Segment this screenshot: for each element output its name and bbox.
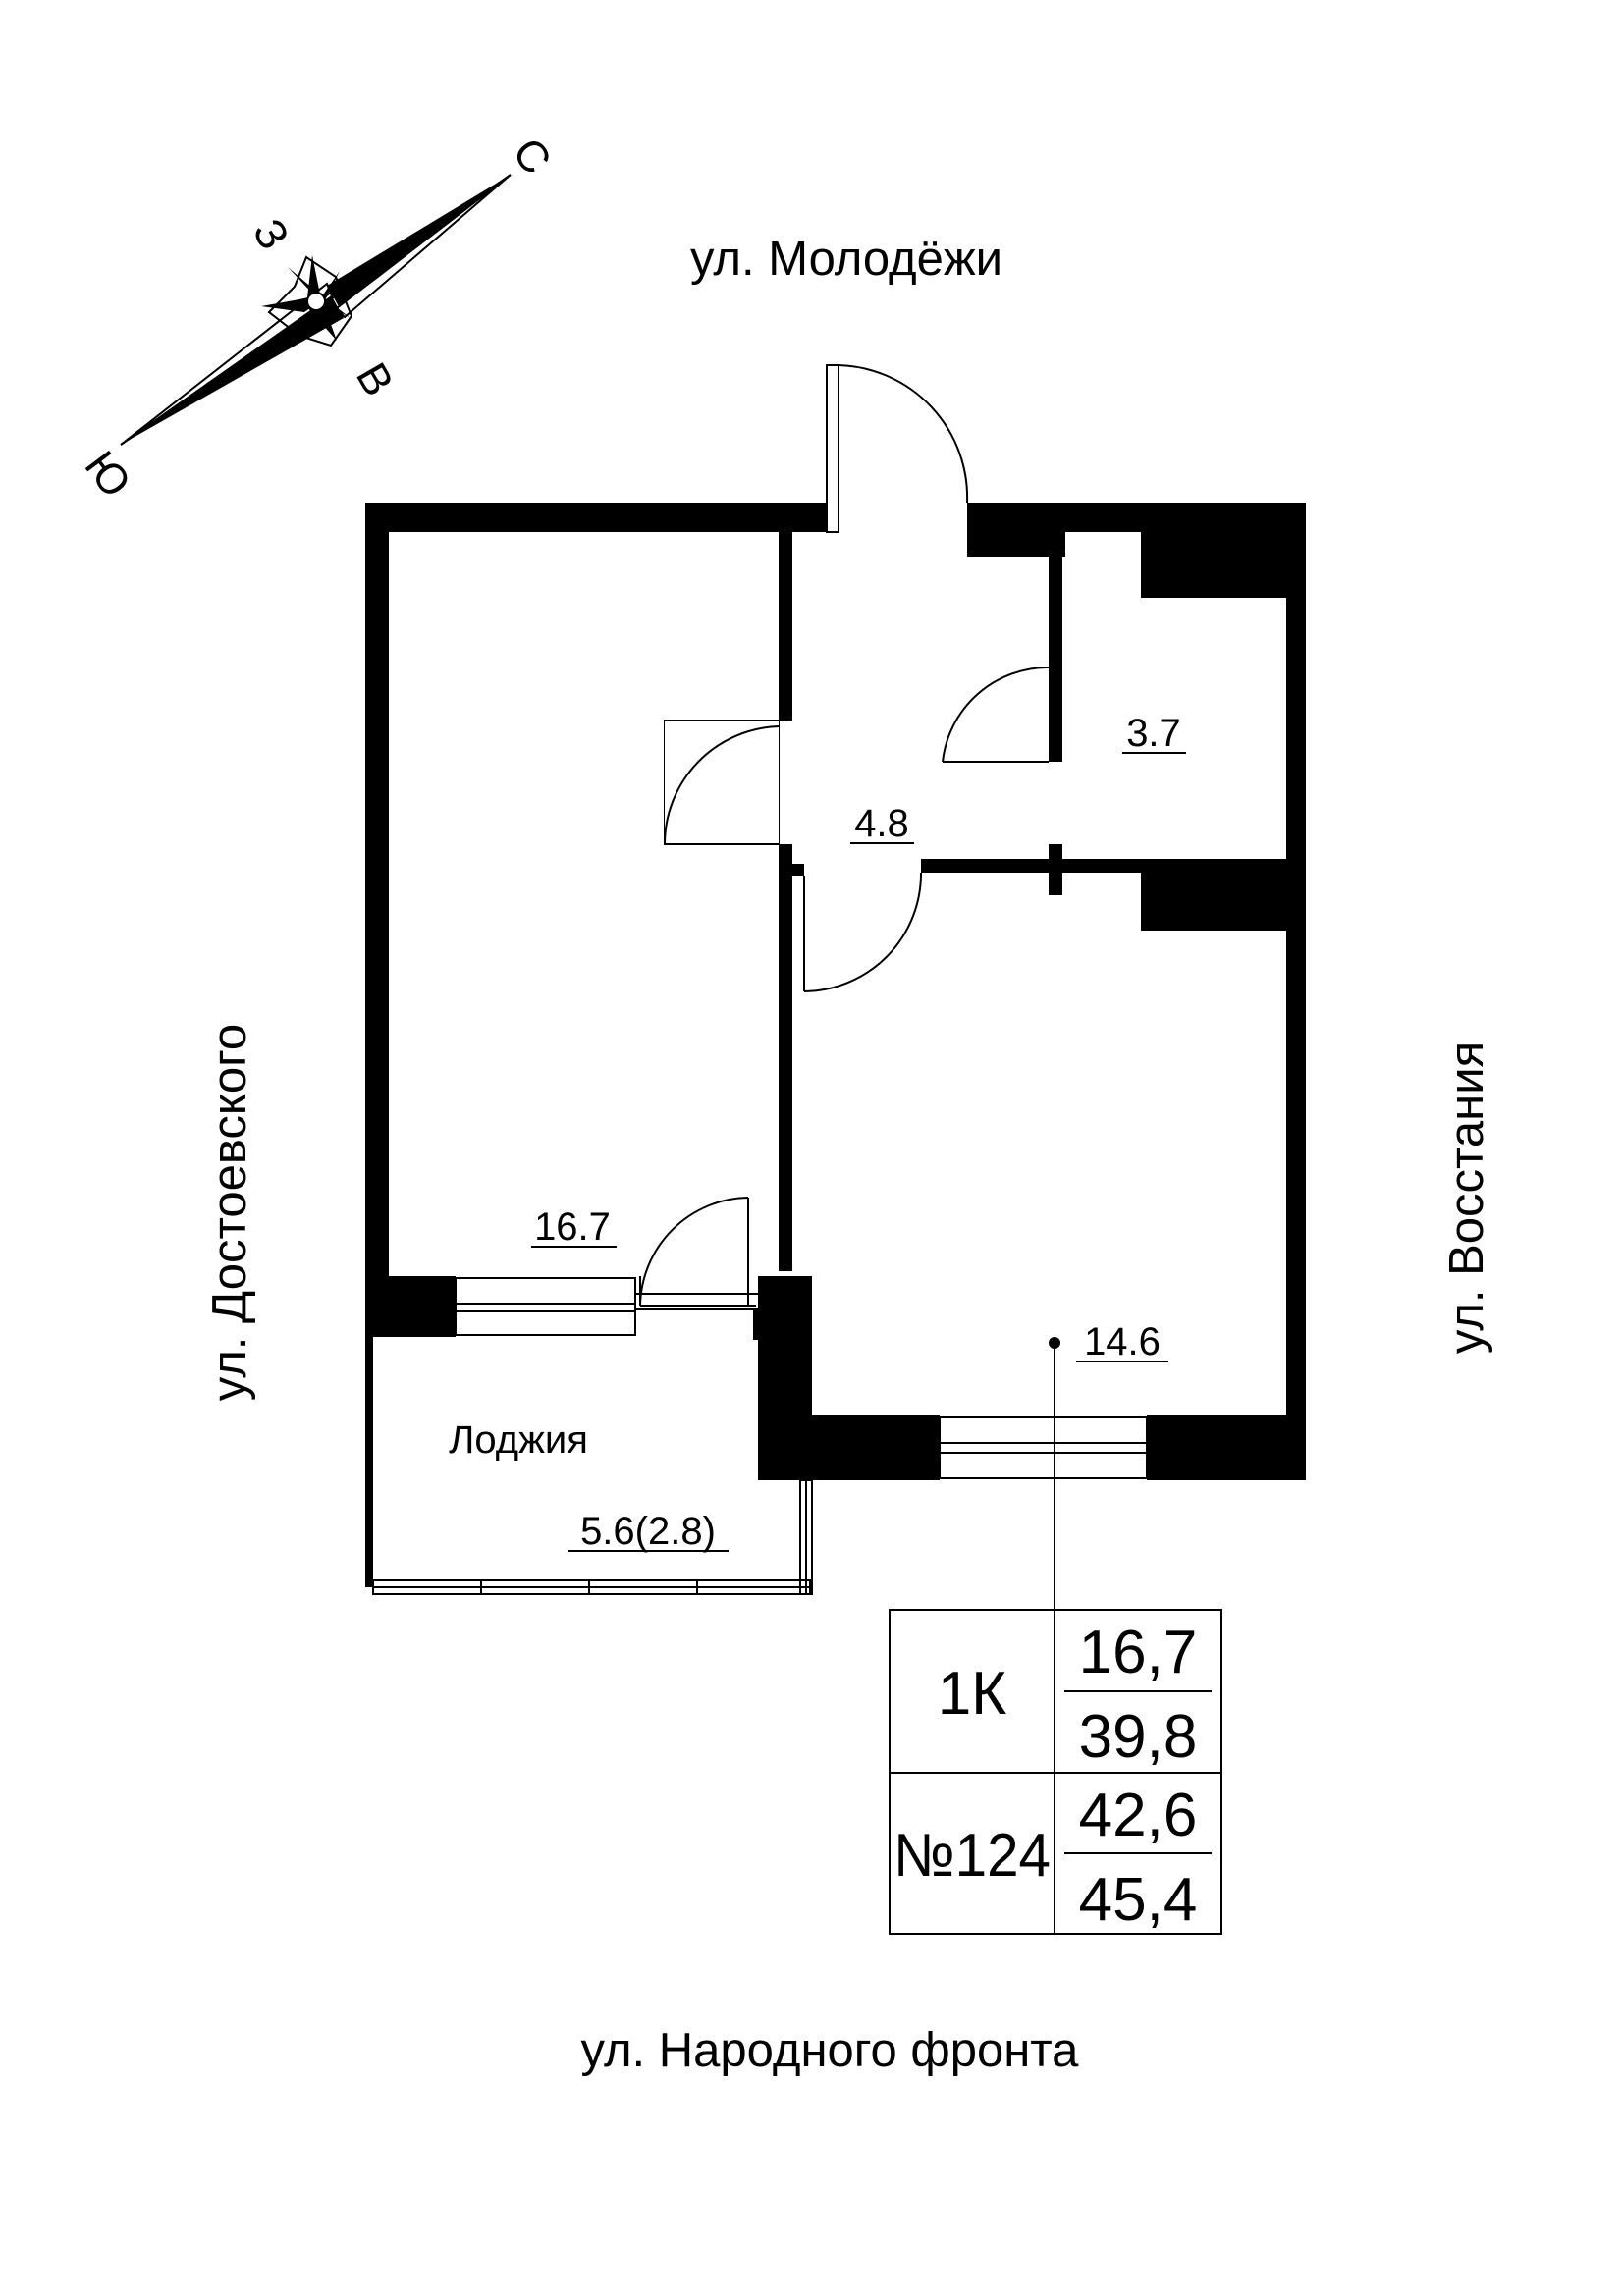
compass-east-label: В bbox=[347, 355, 403, 404]
living-area-value: 16,7 bbox=[1079, 1619, 1198, 1686]
apartment-number: №124 bbox=[893, 1822, 1051, 1890]
leader-line bbox=[1049, 1337, 1060, 1610]
total-area-value: 45,4 bbox=[1079, 1866, 1198, 1934]
compass-west-label: З bbox=[243, 211, 298, 258]
loggia-name: Лоджия bbox=[449, 1418, 588, 1462]
compass-north-label: С bbox=[503, 130, 560, 184]
kitchen-area: 14.6 bbox=[1084, 1320, 1161, 1363]
walls bbox=[365, 503, 1306, 1587]
loggia-area: 5.6(2.8) bbox=[580, 1510, 716, 1553]
loggia-glazing bbox=[372, 1479, 813, 1595]
summary-table: 1К №124 16,7 39,8 42,6 45,4 bbox=[889, 1609, 1222, 1935]
window-living-room bbox=[455, 1277, 758, 1336]
compass-star bbox=[261, 255, 353, 347]
living-room-area: 16.7 bbox=[534, 1205, 611, 1249]
hallway-area: 4.8 bbox=[854, 802, 909, 845]
street-label-bottom: ул. Народного фронта bbox=[581, 2024, 1080, 2077]
apartment-type: 1К bbox=[938, 1660, 1007, 1728]
window-kitchen bbox=[939, 1416, 1148, 1479]
area-value-2: 39,8 bbox=[1079, 1703, 1198, 1771]
compass-needle bbox=[120, 174, 512, 446]
street-label-left: ул. Достоевского bbox=[203, 1024, 256, 1401]
compass-south-label: Ю bbox=[76, 443, 140, 507]
street-label-top: ул. Молодёжи bbox=[690, 233, 1002, 286]
bathroom-area: 3.7 bbox=[1126, 712, 1181, 755]
room-labels: 16.7 4.8 3.7 14.6 Лоджия 5.6(2.8) bbox=[449, 712, 1186, 1553]
compass-rose: С З В Ю bbox=[76, 130, 561, 507]
street-label-right: ул. Восстания bbox=[1440, 1041, 1493, 1354]
area-value-3: 42,6 bbox=[1079, 1782, 1198, 1849]
doors bbox=[639, 364, 1050, 1307]
